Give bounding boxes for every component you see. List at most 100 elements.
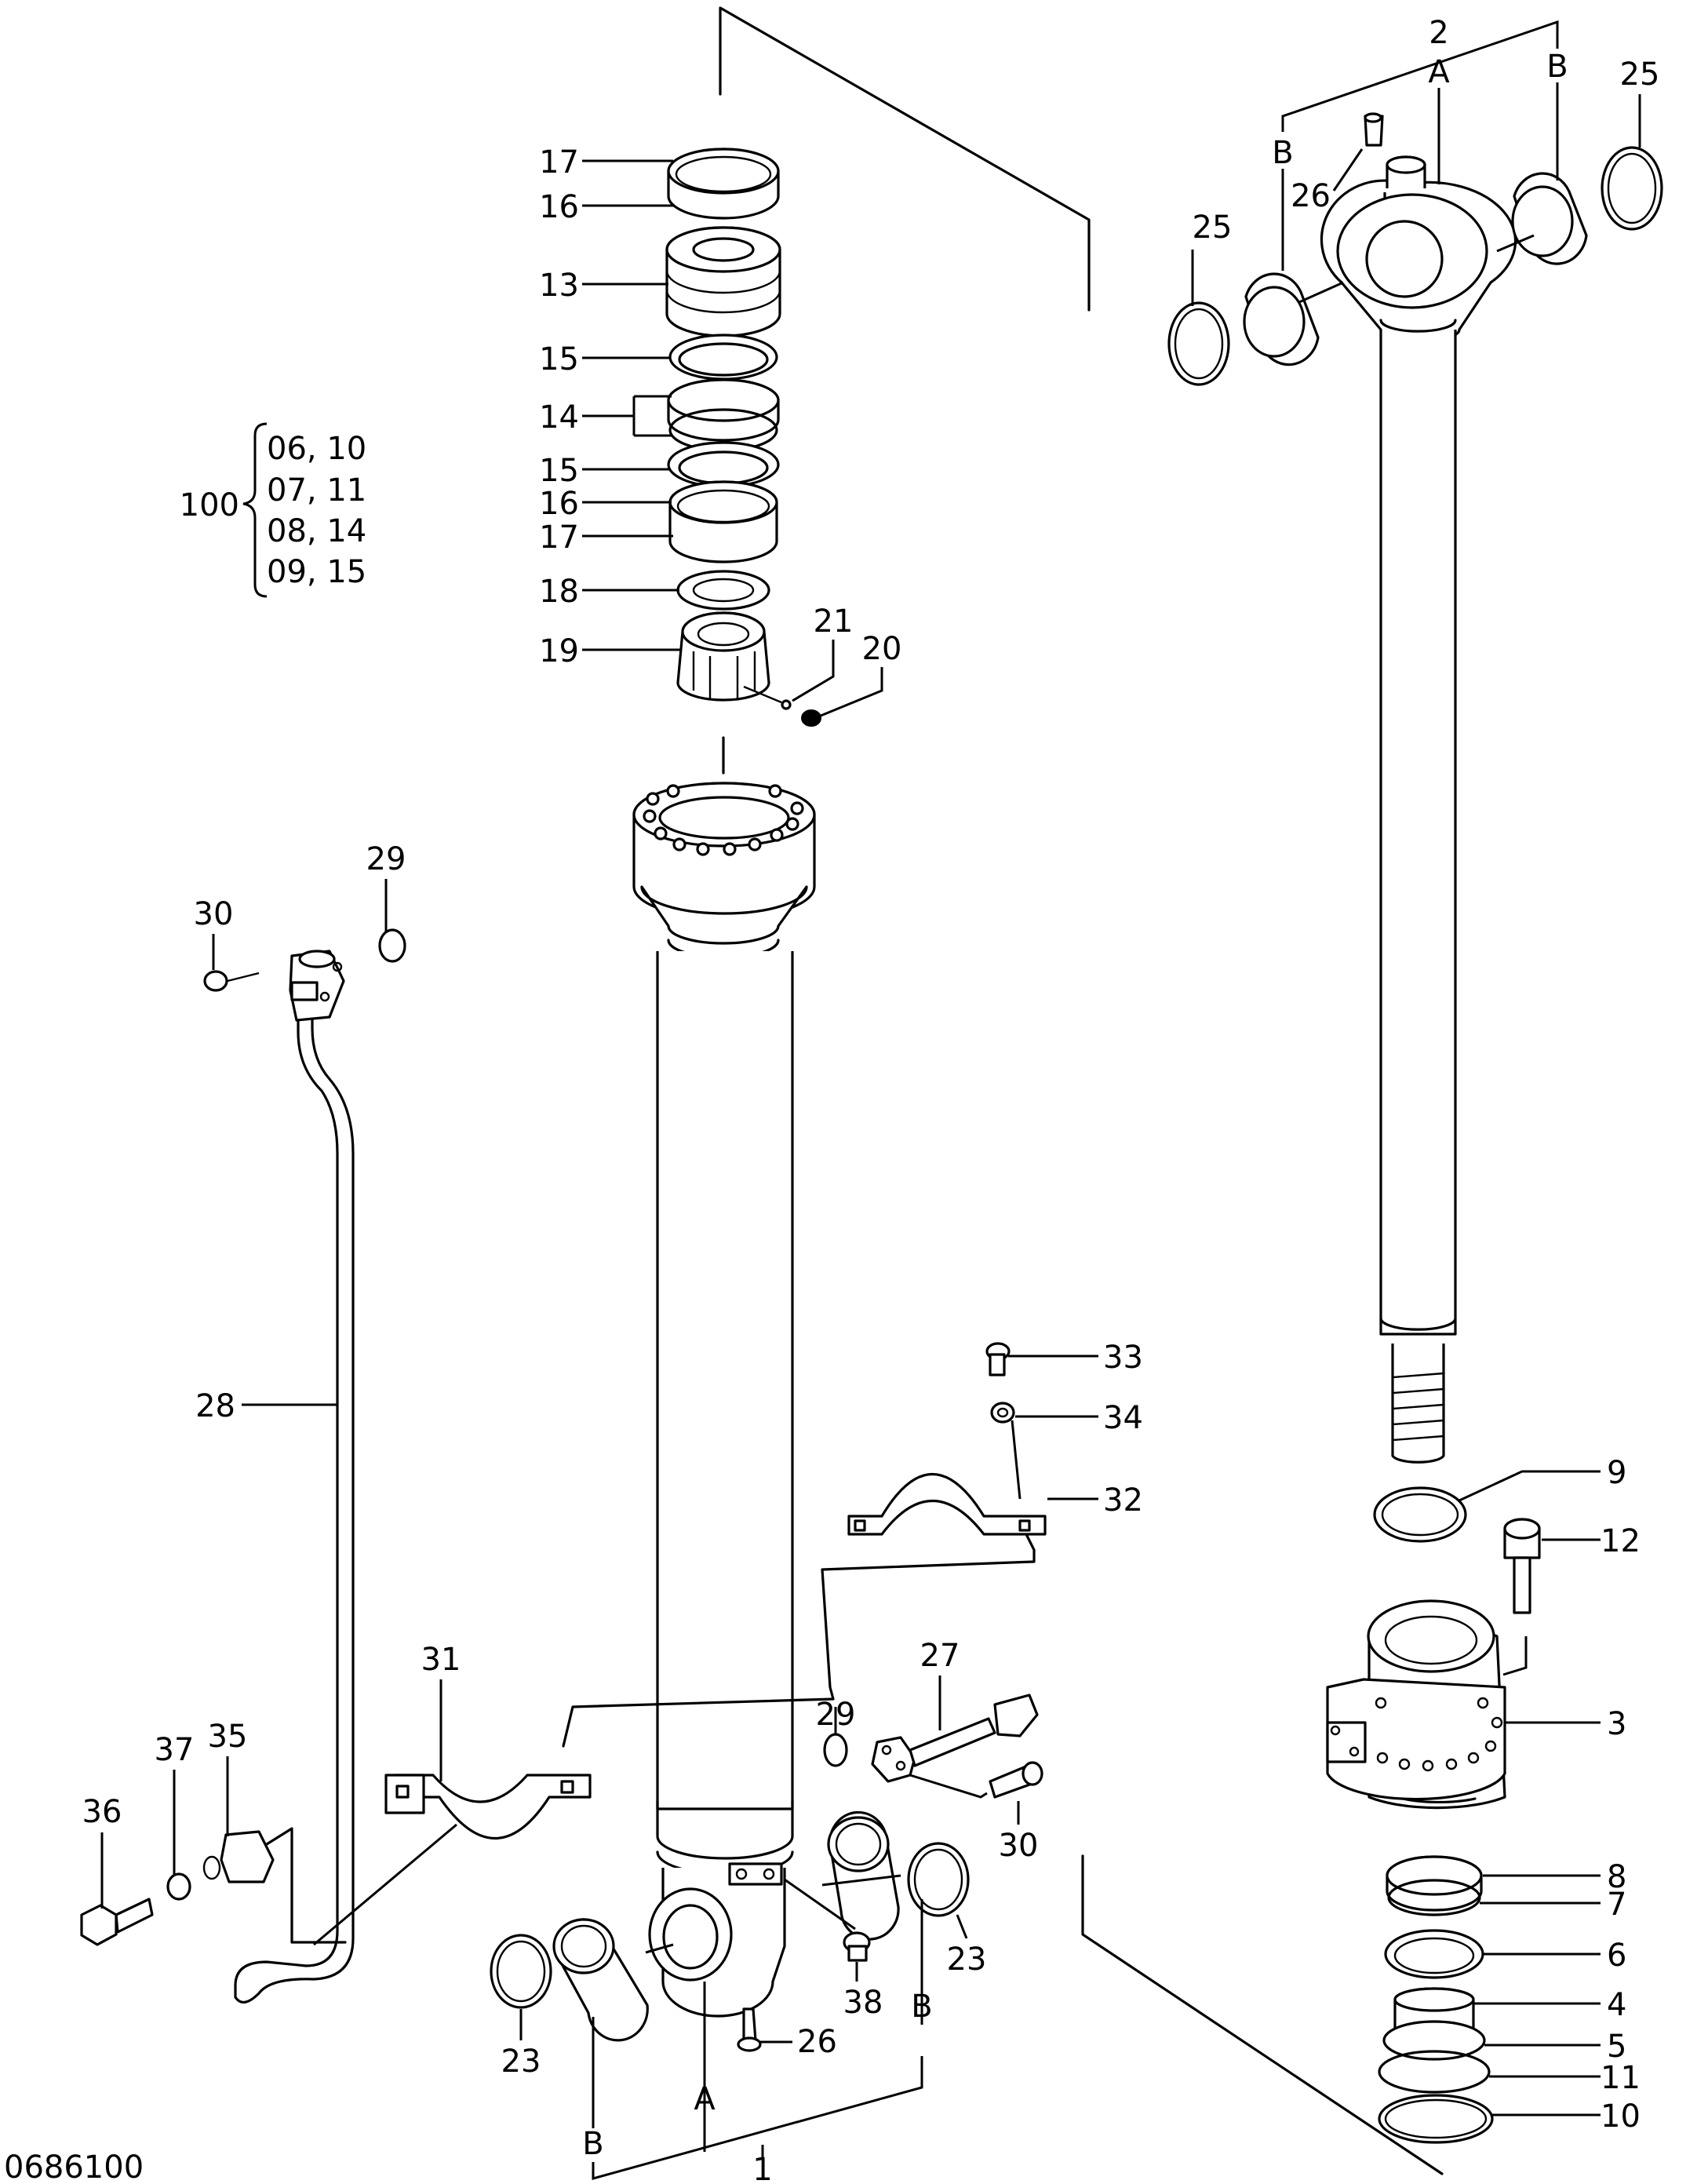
label-23-right: 23 — [947, 1942, 987, 1978]
label-31: 31 — [421, 1642, 461, 1678]
label-30-lower: 30 — [999, 1828, 1039, 1864]
ring-15-top — [668, 334, 778, 381]
grease-fitting-26-upper — [1364, 112, 1384, 147]
bolt-30-lower — [989, 1761, 1043, 1799]
drawing-id: 0686100 — [4, 2149, 144, 2184]
nut-19 — [676, 611, 770, 702]
washer-18 — [676, 570, 770, 611]
pipe-28 — [234, 950, 355, 2004]
label-18: 18 — [539, 574, 579, 610]
bushing-b-right — [827, 1810, 900, 1941]
piston-3 — [1326, 1599, 1506, 1810]
label-4: 4 — [1607, 1987, 1626, 2023]
label-25-right: 25 — [1620, 57, 1660, 93]
seal-25-left — [1167, 301, 1230, 386]
seal-25-right — [1601, 146, 1663, 231]
label-25-left: 25 — [1193, 210, 1233, 246]
label-15-lower: 15 — [539, 453, 579, 489]
bushing-b-top-left — [1243, 272, 1320, 366]
bolt-12 — [1503, 1518, 1541, 1614]
marker-b-top-left: B — [1272, 135, 1293, 171]
marker-a-lower: A — [694, 2081, 716, 2117]
bushing-b-top-right — [1511, 172, 1588, 265]
group-row-3: 08, 14 — [267, 513, 366, 549]
ring-15-lower — [667, 441, 780, 488]
label-5: 5 — [1607, 2029, 1626, 2065]
frame-lines — [719, 6, 1444, 2175]
cylinder-tube — [632, 782, 816, 2018]
grease-fitting-26-lower — [737, 2007, 762, 2052]
ring-37 — [166, 1872, 191, 1901]
label-26-lower: 26 — [797, 2024, 837, 2060]
bolt-36 — [80, 1898, 154, 1946]
label-38: 38 — [843, 1985, 883, 2021]
o-ring-29-lower — [823, 1733, 848, 1767]
marker-b-lower-right: B — [911, 1989, 932, 2025]
label-10: 10 — [1601, 2098, 1641, 2135]
port-27 — [871, 1694, 1039, 1783]
block-35 — [202, 1830, 275, 1883]
label-14: 14 — [539, 399, 579, 436]
ring-16-17-lower — [668, 480, 778, 563]
bolt-30-upper — [203, 970, 260, 992]
ball-21 — [781, 699, 792, 710]
marker-a-top: A — [1428, 54, 1450, 90]
group-number: 100 — [180, 487, 239, 523]
label-2: 2 — [1429, 15, 1448, 51]
label-27: 27 — [920, 1638, 960, 1674]
leader-lines — [100, 20, 1641, 2180]
label-19: 19 — [539, 633, 579, 669]
seal-23-right — [907, 1842, 970, 1917]
label-33: 33 — [1103, 1340, 1143, 1376]
ring-11 — [1378, 2050, 1491, 2094]
flange-bolt-holes — [643, 784, 804, 856]
label-28: 28 — [195, 1388, 235, 1424]
label-32: 32 — [1103, 1482, 1143, 1519]
ring-9 — [1373, 1486, 1467, 1543]
clamp-31 — [384, 1774, 592, 1839]
ring-6 — [1384, 1929, 1484, 1979]
label-30-upper: 30 — [194, 896, 234, 932]
label-8: 8 — [1607, 1859, 1626, 1895]
label-21: 21 — [814, 603, 854, 640]
plug-38 — [843, 1931, 871, 1962]
bolt-33 — [985, 1342, 1011, 1376]
label-11: 11 — [1601, 2060, 1641, 2096]
label-37: 37 — [155, 1732, 195, 1768]
ring-13 — [665, 226, 781, 337]
marker-b-top-right: B — [1546, 49, 1568, 85]
seal-23-left — [490, 1934, 552, 2009]
label-26-upper: 26 — [1291, 178, 1331, 214]
label-17-top: 17 — [539, 144, 579, 180]
label-20: 20 — [862, 631, 902, 667]
label-17-lower: 17 — [539, 520, 579, 556]
ring-10 — [1378, 2094, 1494, 2144]
piston-rod-2 — [1320, 155, 1517, 1464]
callout-labels: 17 16 13 15 14 15 16 17 18 19 21 20 100 … — [4, 15, 1659, 2184]
washer-34 — [990, 1402, 1015, 1424]
label-9: 9 — [1607, 1455, 1626, 1491]
bushing-b-left — [552, 1918, 649, 2042]
clamp-32 — [847, 1473, 1047, 1536]
label-13: 13 — [539, 268, 579, 304]
label-6: 6 — [1607, 1938, 1626, 1974]
label-16-top: 16 — [539, 189, 579, 225]
label-29-upper: 29 — [366, 841, 406, 877]
label-7: 7 — [1607, 1887, 1626, 1923]
label-23-left: 23 — [501, 2044, 541, 2080]
screw-20 — [801, 709, 821, 727]
label-36: 36 — [82, 1794, 122, 1830]
group-row-4: 09, 15 — [267, 554, 366, 590]
ring-17-top — [667, 148, 780, 220]
label-35: 35 — [208, 1719, 248, 1755]
marker-b-lower-left: B — [582, 2126, 603, 2162]
group-row-2: 07, 11 — [267, 472, 366, 509]
ring-5 — [1382, 2020, 1486, 2061]
label-1: 1 — [752, 2152, 772, 2184]
label-3: 3 — [1607, 1706, 1626, 1742]
label-29-lower: 29 — [816, 1697, 856, 1733]
ring-14 — [667, 378, 780, 452]
label-15-top: 15 — [539, 341, 579, 377]
label-34: 34 — [1103, 1400, 1143, 1436]
